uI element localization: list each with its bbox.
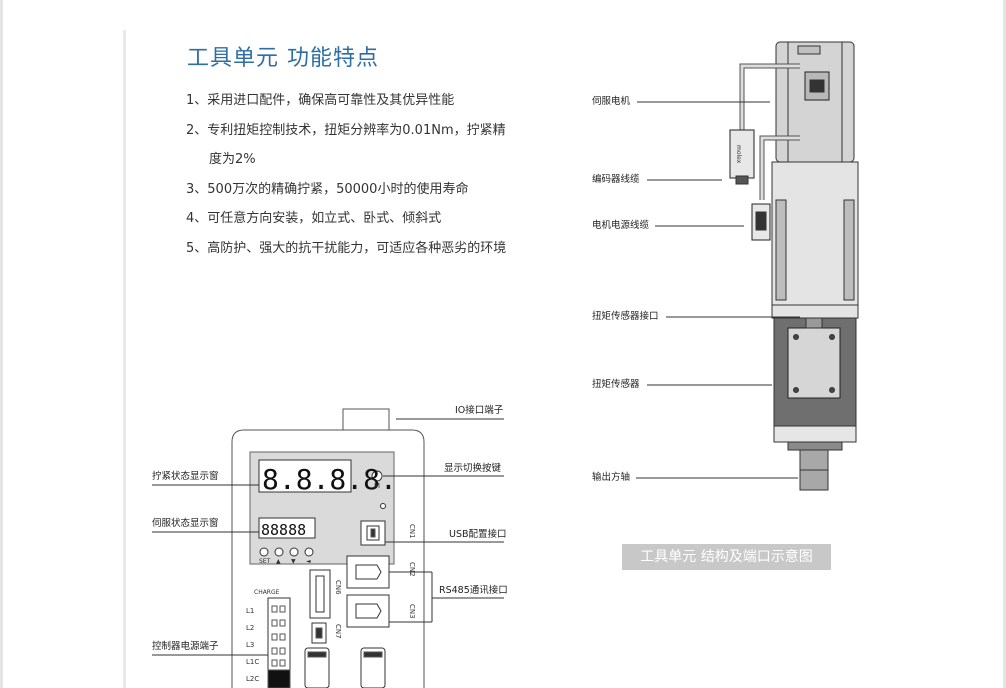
figure-caption: 工具单元 结构及端口示意图 — [622, 544, 831, 570]
port-cn1: CN1 — [408, 524, 416, 539]
feature-list: 1、采用进口配件，确保高可靠性及其优异性能 2、专利扭矩控制技术，扭矩分辨率为0… — [186, 86, 516, 264]
label-servo-motor: 伺服电机 — [592, 96, 631, 107]
label-power-terminal: 控制器电源端子 — [152, 641, 219, 652]
label-usb-port: USB配置接口 — [449, 529, 507, 540]
port-cn7: CN7 — [334, 624, 342, 639]
io-terminal-block — [342, 408, 390, 432]
terminal-l3: L3 — [246, 641, 254, 649]
rs485-port-cn3 — [346, 594, 390, 628]
port-cn6: CN6 — [334, 580, 342, 595]
label-output-shaft: 输出方轴 — [592, 472, 631, 483]
label-switch-key: 显示切换按键 — [444, 463, 502, 474]
feature-item: 2、专利扭矩控制技术，扭矩分辨率为0.01Nm，拧紧精度为2% — [186, 122, 506, 168]
label-torque-sensor: 扭矩传感器 — [592, 379, 640, 390]
label-power-cable: 电机电源线缆 — [592, 220, 650, 231]
port-cn3: CN3 — [408, 604, 416, 619]
btn-down-label: ▼ — [291, 558, 296, 565]
page-edge-left — [0, 0, 3, 688]
btn-left-label: ◄ — [306, 558, 311, 565]
page-divider — [123, 30, 126, 688]
label-tighten-display: 拧紧状态显示窗 — [152, 471, 219, 482]
switch-key-button — [371, 470, 383, 482]
terminal-l2c: L2C — [246, 675, 259, 683]
m-key-label: M — [374, 482, 380, 490]
btn-set-label: SET — [259, 558, 271, 565]
servo-display-window — [258, 517, 316, 539]
label-rs485-port: RS485通讯接口 — [439, 585, 508, 596]
port-cn2: CN2 — [408, 562, 416, 577]
connector-brand: molex — [735, 145, 742, 164]
feature-item: 4、可任意方向安装，如立式、卧式、倾斜式 — [186, 211, 442, 227]
small-display-digits: 88888 — [261, 521, 306, 539]
terminal-l1c: L1C — [246, 658, 259, 666]
tighten-display-window — [258, 459, 352, 493]
charge-label: CHARGE — [254, 589, 280, 596]
label-sensor-port: 扭矩传感器接口 — [592, 311, 659, 322]
terminal-l2: L2 — [246, 624, 254, 632]
feature-item: 3、500万次的精确拧紧，50000小时的使用寿命 — [186, 181, 469, 197]
page-title: 工具单元 功能特点 — [187, 46, 379, 71]
label-encoder-cable: 编码器线缆 — [592, 174, 640, 185]
label-io-terminal: IO接口端子 — [455, 405, 504, 416]
btn-up-label: ▲ — [276, 558, 281, 565]
big-display-digits: 8.8.8.8. — [262, 463, 397, 496]
label-servo-display: 伺服状态显示窗 — [152, 518, 219, 529]
page-edge-right — [1003, 0, 1006, 688]
feature-item: 1、采用进口配件，确保高可靠性及其优异性能 — [186, 93, 455, 108]
terminal-l1: L1 — [246, 607, 254, 615]
feature-item: 5、高防护、强大的抗干扰能力，可适应各种恶劣的环境 — [186, 240, 507, 256]
